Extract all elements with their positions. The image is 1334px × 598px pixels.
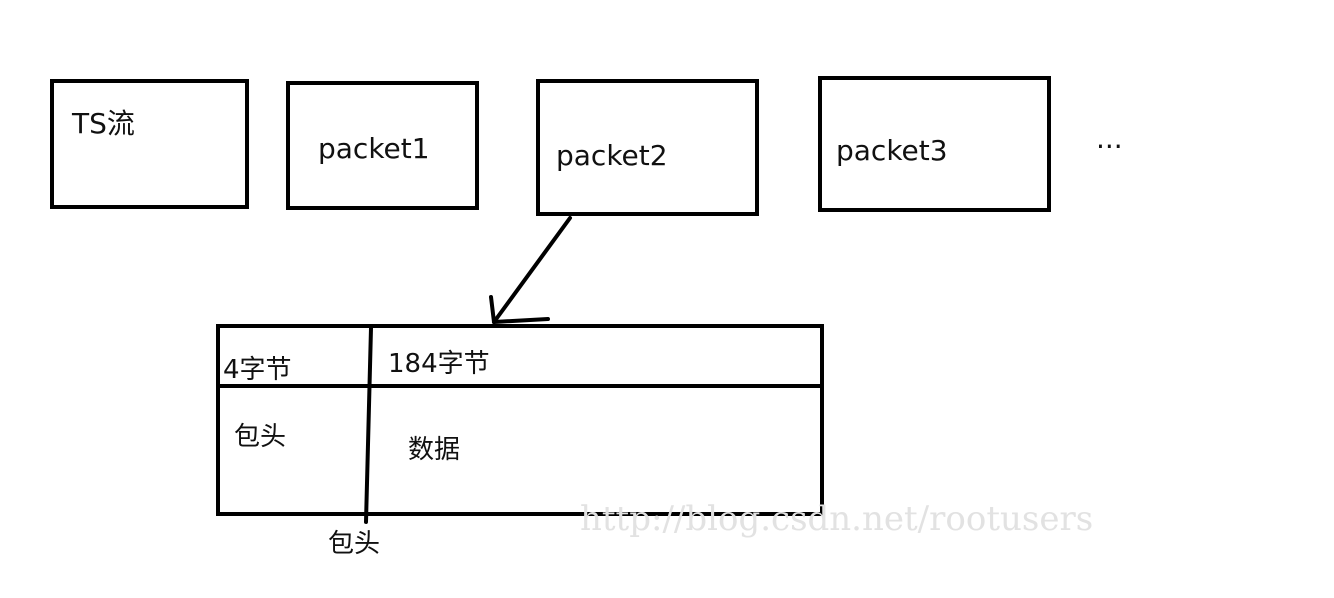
packet1-box: [286, 81, 479, 210]
packet3-box: [818, 76, 1051, 212]
ellipsis-label: ...: [1096, 122, 1123, 155]
packet1-label: packet1: [318, 132, 430, 165]
packet2-label: packet2: [556, 139, 668, 172]
header-caption: 包头: [328, 529, 380, 559]
packet-detail-box: [216, 324, 824, 516]
payload-size-label: 184字节: [388, 349, 490, 379]
ts-stream-label: TS流: [71, 107, 135, 140]
ts-stream-box: [50, 79, 249, 209]
packet3-label: packet3: [836, 134, 948, 167]
detail-column-divider: [364, 326, 373, 524]
header-label: 包头: [234, 422, 286, 452]
header-size-label: 4字节: [223, 355, 292, 385]
watermark-text: http://blog.csdn.net/rootusers: [580, 499, 1093, 539]
payload-label: 数据: [408, 435, 460, 465]
packet2-box: [536, 79, 759, 216]
expand-arrow: [489, 216, 572, 324]
